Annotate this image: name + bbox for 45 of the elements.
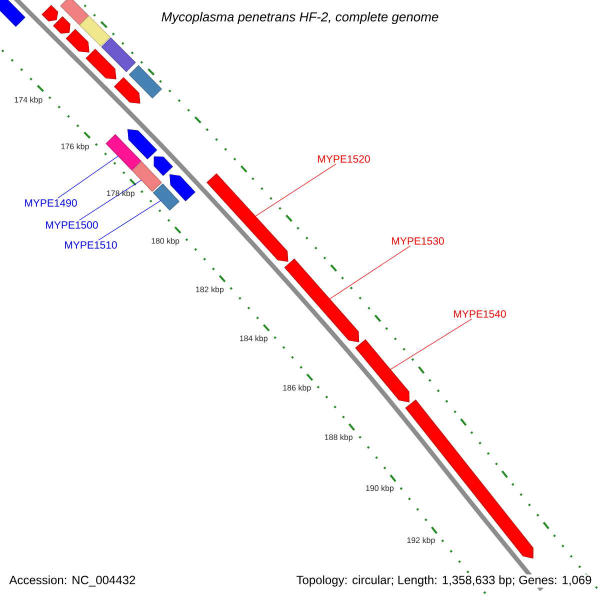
leader-line (255, 164, 336, 216)
tick-label: 182 kbp (196, 286, 224, 294)
gene-box (101, 38, 136, 72)
gene-box (79, 16, 110, 46)
tick-label: 186 kbp (283, 384, 311, 392)
gene-block (154, 156, 173, 176)
gene-box (132, 161, 162, 192)
leader-line (390, 318, 472, 370)
gene-block (128, 129, 158, 160)
gene-block (405, 400, 534, 559)
leader-line (329, 246, 411, 300)
gene-label: MYPE1510 (65, 241, 117, 249)
gene-block (66, 29, 90, 52)
tick-label: 190 kbp (366, 485, 394, 493)
tick-label: 174 kbp (14, 96, 42, 104)
gene-box (153, 184, 180, 211)
tick-label: 176 kbp (61, 143, 89, 151)
gene-label: MYPE1540 (454, 310, 506, 318)
gene-box (106, 134, 142, 170)
leader-line (98, 200, 161, 240)
leader-line (79, 180, 142, 220)
gene-label: MYPE1530 (392, 237, 444, 245)
tick-label: 180 kbp (152, 238, 180, 246)
title: Mycoplasma penetrans HF-2, complete genome (162, 12, 438, 24)
tick-label: 188 kbp (325, 434, 352, 442)
gene-label: MYPE1520 (318, 155, 370, 163)
gene-box (60, 0, 89, 26)
leader-line (58, 156, 118, 198)
gene-block (0, 0, 26, 27)
genome-stats-text: Topology: circular; Length: 1,358,633 bp; Genes: 1,069 (295, 574, 593, 588)
gene-block (284, 258, 360, 342)
tick-label: 192 kbp (407, 537, 435, 545)
gene-box (128, 65, 162, 98)
gene-block (42, 5, 58, 22)
gene-label: MYPE1500 (46, 221, 98, 229)
gene-block (355, 339, 410, 402)
gene-block (86, 48, 116, 80)
accession-text: Accession: NC_004432 (8, 574, 137, 588)
tick-label: 184 kbp (240, 335, 268, 343)
gene-block (114, 77, 140, 104)
gene-block (206, 173, 288, 262)
tick-label: 178 kbp (107, 190, 135, 198)
gene-label: MYPE1490 (25, 199, 77, 207)
gene-block (170, 174, 196, 202)
gene-block (53, 16, 70, 34)
